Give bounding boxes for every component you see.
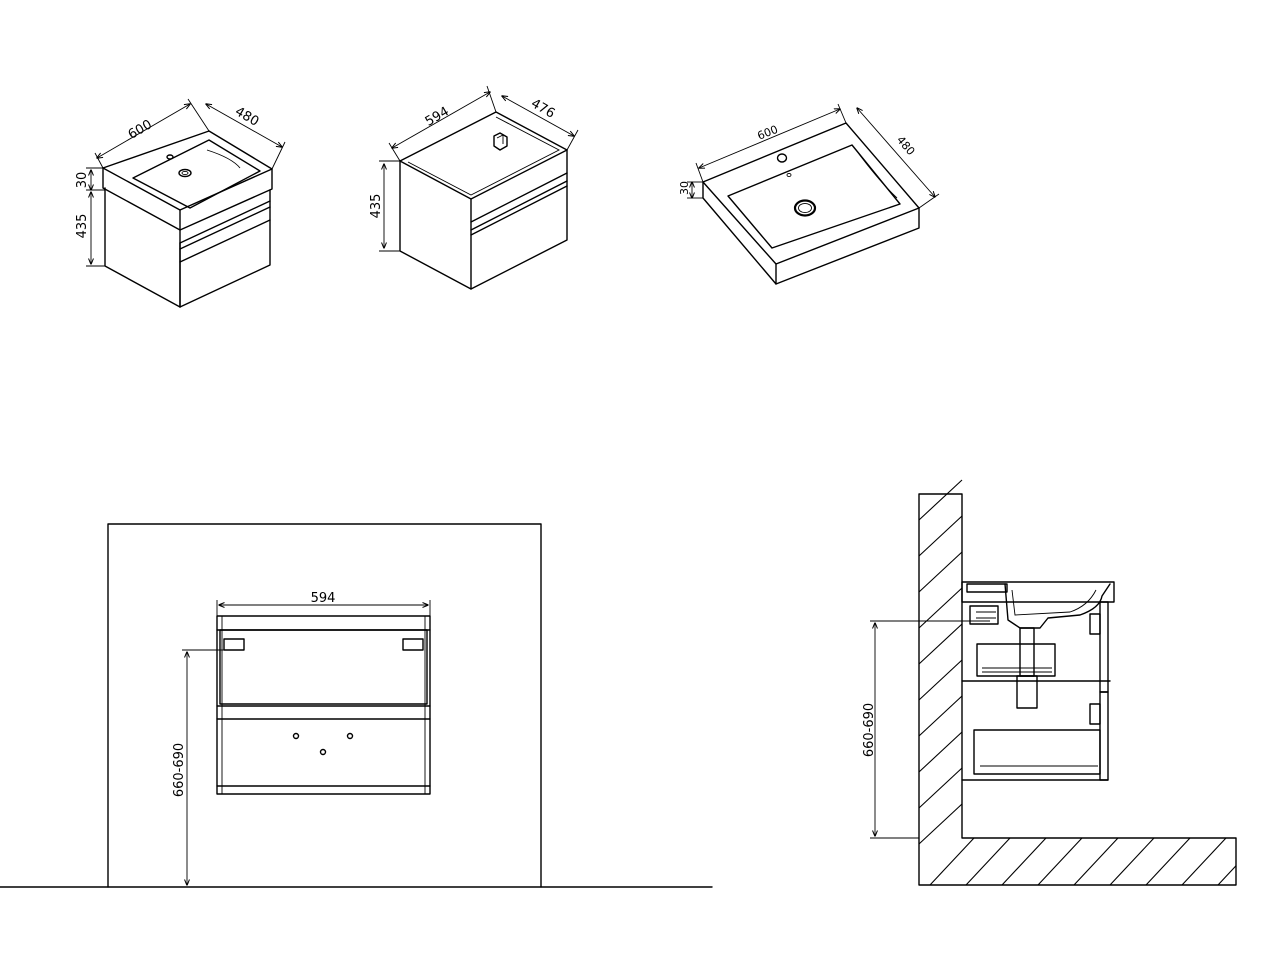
- hatch-line: [1001, 837, 1047, 886]
- hatch-line: [918, 767, 963, 809]
- hatch-line: [918, 479, 963, 521]
- hatch-line: [918, 695, 963, 737]
- hatch-line: [918, 803, 963, 845]
- view-cabinet-only: 594 476 435: [369, 85, 579, 290]
- hatch-line: [1073, 837, 1119, 886]
- view-cabinet-with-basin: 600 480 30 435: [75, 98, 286, 308]
- dim-front-mount-height: 660-690: [172, 743, 187, 797]
- dim-height-435: 435: [75, 214, 90, 239]
- view-basin: 600 480 30: [678, 103, 940, 285]
- view-front-elevation: 594 660-690: [0, 523, 713, 888]
- hatch-line: [918, 587, 963, 629]
- dim-side-mount-height: 660-690: [862, 703, 877, 757]
- hatch-line: [918, 551, 963, 593]
- hatch-line: [1217, 865, 1237, 886]
- hatch-line: [1145, 837, 1191, 886]
- dim-depth-480: 480: [232, 104, 261, 129]
- hatch-line: [929, 837, 975, 886]
- dim-depth-476: 476: [528, 96, 557, 121]
- hatch-line: [918, 623, 963, 665]
- dim-height-435-cabinet: 435: [369, 194, 384, 219]
- hatch-line: [1037, 837, 1083, 886]
- dim-front-width-594: 594: [311, 591, 336, 606]
- hatch-line: [1181, 837, 1227, 886]
- hatch-line: [918, 515, 963, 557]
- dim-basin-30: 30: [678, 181, 691, 195]
- dim-width-600: 600: [126, 117, 155, 142]
- hatch-line: [918, 731, 963, 773]
- dim-width-594: 594: [423, 104, 452, 129]
- dim-top-30: 30: [75, 172, 90, 189]
- hatch-line: [965, 837, 1011, 886]
- dim-basin-width-600: 600: [756, 123, 780, 143]
- hatch-line: [918, 659, 963, 701]
- hatch-line: [1109, 837, 1155, 886]
- wall-hatching: [918, 479, 1237, 886]
- view-side-section: 660-690: [862, 479, 1237, 886]
